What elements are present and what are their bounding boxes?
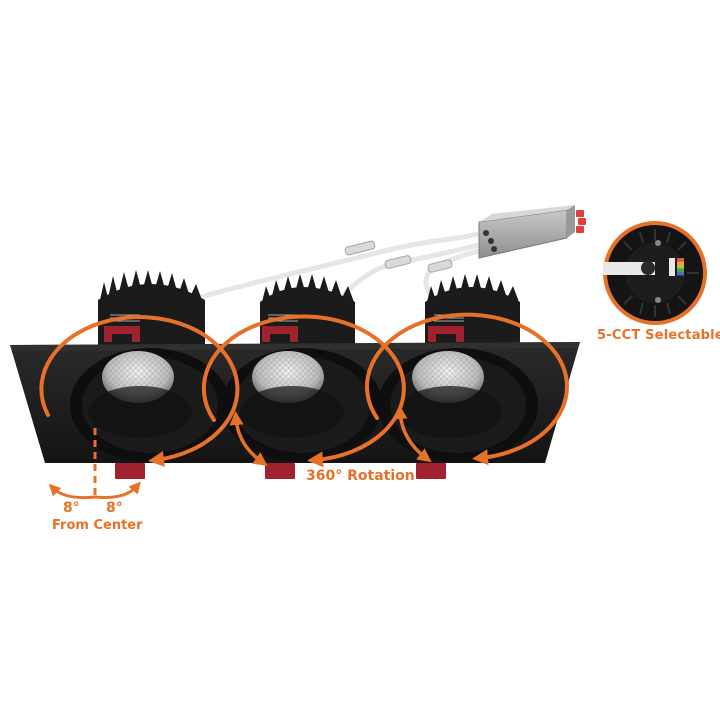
tilt-right-label: 8° (106, 500, 123, 516)
heatsink-middle (260, 274, 355, 345)
cct-inset (603, 221, 707, 325)
gimbal-left (70, 348, 230, 462)
heatsink-right (425, 274, 520, 345)
from-center-label: From Center (52, 518, 143, 533)
cct-switch-colors (677, 258, 684, 276)
driver-box (478, 205, 586, 259)
tilt-left-label: 8° (63, 500, 80, 516)
rotation-arrows (39, 312, 569, 468)
tilt-indicator (48, 428, 141, 500)
rotation-label: 360° Rotation (306, 468, 415, 484)
cct-selectable-label: 5-CCT Selectable (597, 328, 720, 343)
wire-connectors (576, 210, 586, 233)
spring-clips-bottom (115, 463, 446, 479)
cable-connectors (344, 240, 453, 273)
tilt-arrows (229, 405, 432, 467)
